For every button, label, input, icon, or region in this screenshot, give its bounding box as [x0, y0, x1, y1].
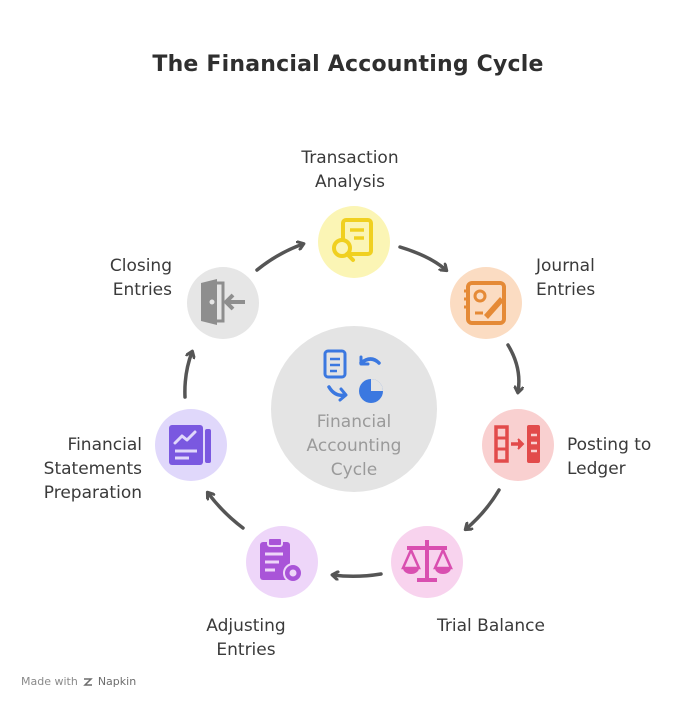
step-financial-statements-preparation: [155, 409, 227, 481]
arrow-adjusting-to-statements: [208, 493, 245, 530]
step-label-line: Trial Balance: [437, 616, 545, 636]
clipboard-settings-icon: [260, 537, 303, 583]
step-label-line: Analysis: [314, 172, 386, 192]
arrow-analysis-to-journal: [398, 245, 446, 270]
step-label-line: Closing: [109, 256, 172, 276]
step-transaction-analysis: [318, 206, 390, 278]
step-label-line: Entries: [216, 640, 276, 660]
step-label-adjusting-entries: Adjusting Entries: [166, 614, 326, 662]
center-hub: [271, 326, 437, 492]
step-closing-entries: [187, 267, 259, 339]
arrow-trial-to-adjusting: [333, 574, 383, 576]
step-label-transaction-analysis: Transaction Analysis: [270, 146, 430, 194]
footer-attribution: Made with Napkin: [21, 675, 136, 688]
balance-scale-icon: [401, 540, 453, 582]
step-label-trial-balance: Trial Balance: [411, 614, 571, 638]
door-exit-icon: [201, 279, 245, 325]
step-label-journal-entries: Journal Entries: [536, 254, 656, 302]
step-label-line: Entries: [536, 280, 596, 300]
step-label-posting-to-ledger: Posting to Ledger: [567, 433, 687, 481]
step-label-closing-entries: Closing Entries: [52, 254, 172, 302]
step-label-line: Posting to: [567, 435, 652, 455]
step-label-line: Preparation: [43, 483, 142, 503]
arrow-closing-to-analysis: [255, 244, 303, 272]
journal-edit-icon: [464, 281, 506, 325]
napkin-logo-icon: [83, 677, 93, 686]
step-label-line: Transaction: [301, 148, 399, 168]
made-with-text: Made with: [21, 675, 78, 688]
diagram-title: The Financial Accounting Cycle: [152, 52, 544, 77]
center-label-line: Cycle: [330, 460, 378, 480]
center-label: Financial Accounting Cycle: [271, 410, 437, 482]
arrow-statements-to-closing: [183, 352, 192, 399]
brand-name: Napkin: [97, 675, 137, 688]
step-journal-entries: [450, 267, 522, 339]
step-posting-to-ledger: [482, 409, 554, 481]
search-document-icon: [332, 218, 373, 262]
cycle-documents-icon: [323, 349, 383, 403]
center-label-line: Accounting: [306, 436, 402, 456]
step-trial-balance: [391, 526, 463, 598]
step-label-financial-statements-preparation: Financial Statements Preparation: [10, 433, 142, 505]
report-chart-icon: [169, 425, 211, 465]
arrow-journal-to-posting: [506, 343, 519, 392]
step-label-line: Ledger: [567, 459, 626, 479]
step-label-line: Financial: [67, 435, 142, 455]
center-label-line: Financial: [316, 412, 392, 432]
ledger-transfer-icon: [494, 425, 540, 463]
step-label-line: Entries: [112, 280, 172, 300]
arrow-posting-to-trial: [466, 488, 501, 529]
step-label-line: Adjusting: [206, 616, 286, 636]
step-adjusting-entries: [246, 526, 318, 598]
step-label-line: Statements: [43, 459, 142, 479]
step-label-line: Journal: [536, 256, 595, 276]
